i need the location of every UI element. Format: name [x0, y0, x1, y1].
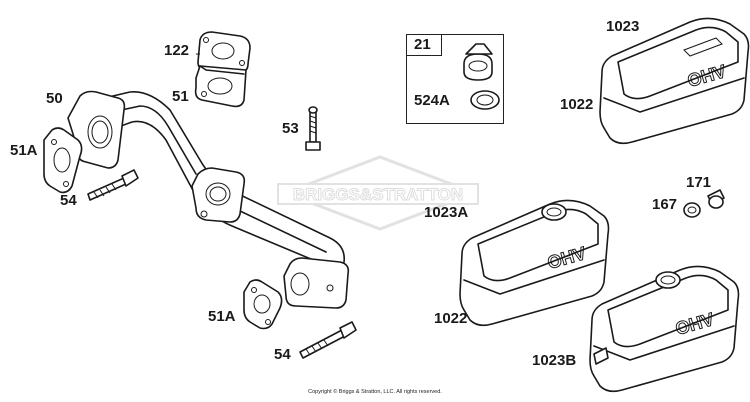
exhaust-gasket-51a-top	[43, 127, 83, 194]
kit-box-21-tab	[406, 34, 442, 56]
callout-1023a: 1023A	[424, 204, 469, 221]
oil-fill-cap-kit-21	[463, 43, 500, 110]
bolt-54-top	[87, 169, 139, 201]
callout-1023b: 1023B	[532, 352, 577, 369]
callout-524a: 524A	[414, 92, 450, 109]
callout-51a-bottom: 51A	[208, 308, 236, 325]
kit-box-21	[406, 34, 504, 124]
callout-1022-bottom: 1022	[434, 310, 468, 327]
callout-54-top: 54	[60, 192, 77, 209]
callout-1022-top: 1022	[560, 96, 594, 113]
valve-cover-1023a: OHV	[459, 199, 610, 327]
intake-spacer-51	[194, 65, 247, 108]
callout-51: 51	[172, 88, 189, 105]
callout-167: 167	[652, 196, 678, 213]
fitting-171	[707, 189, 725, 209]
callout-21: 21	[414, 36, 431, 53]
exhaust-manifold	[67, 90, 350, 309]
exhaust-gasket-51a-bottom	[243, 279, 283, 330]
intake-gasket-122	[197, 31, 251, 73]
callout-54-bottom: 54	[274, 346, 291, 363]
valve-cover-1023b: OHV	[589, 265, 740, 393]
valve-cover-1023: OHV	[599, 17, 750, 145]
bolt-53	[305, 106, 321, 151]
brand-watermark: BRIGGS&STRATTON	[277, 155, 480, 231]
callout-51a-top: 51A	[10, 142, 38, 159]
callout-1023: 1023	[606, 18, 640, 35]
bolt-54-bottom	[299, 321, 357, 359]
callout-50: 50	[46, 90, 63, 107]
callout-171: 171	[686, 174, 712, 191]
watermark-text: BRIGGS&STRATTON	[293, 185, 463, 204]
nut-167	[683, 202, 701, 218]
callout-122: 122	[164, 42, 190, 59]
copyright-notice: Copyright © Briggs & Stratton, LLC. All …	[308, 389, 442, 395]
callout-53: 53	[282, 120, 299, 137]
